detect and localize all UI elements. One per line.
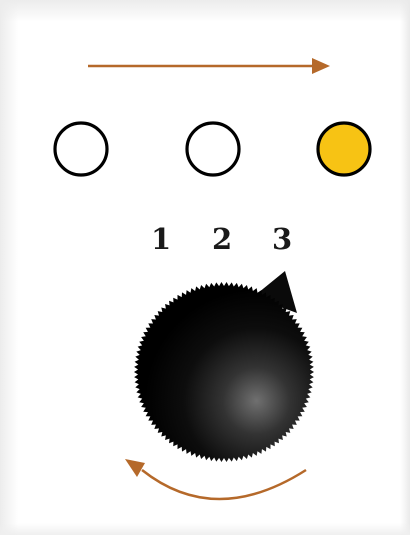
position-label-3: 3 [272,222,292,256]
position-label-2: 2 [212,222,232,256]
lamp-2 [187,123,239,175]
right-arrow-icon [88,58,330,74]
position-label-1: 1 [151,222,171,256]
curved-arrow-icon [125,459,306,499]
lamp-3 [318,123,370,175]
rotary-knob-icon[interactable] [134,271,314,462]
lamp-1 [55,123,107,175]
